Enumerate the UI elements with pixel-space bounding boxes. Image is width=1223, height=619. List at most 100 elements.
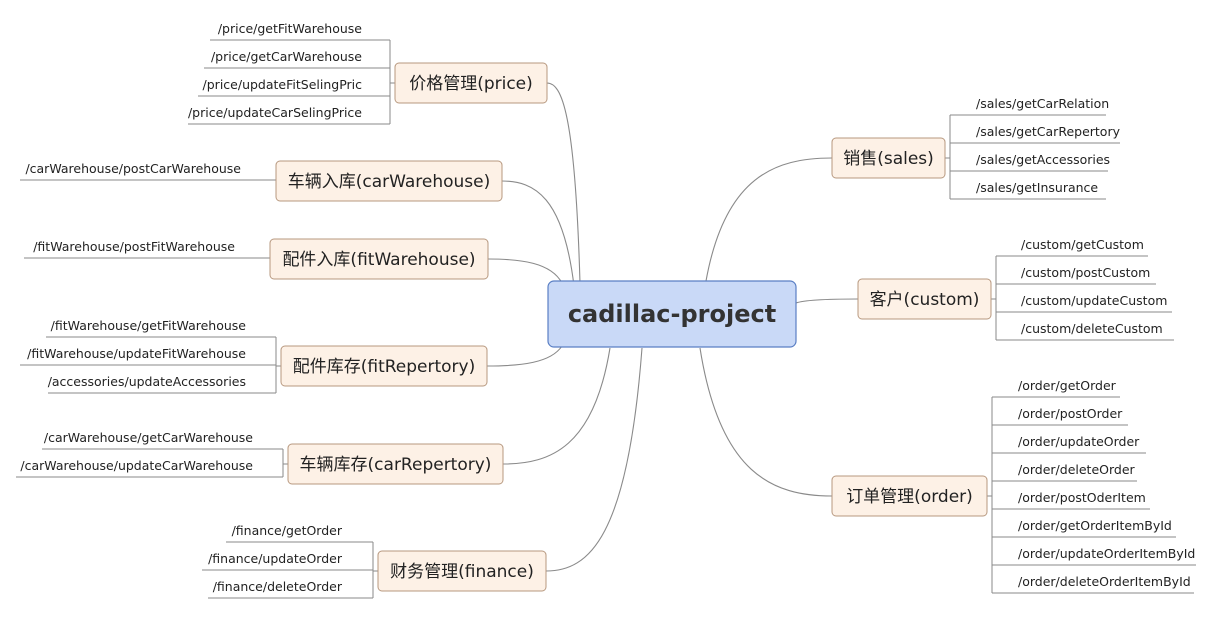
leaf-label: /price/updateFitSelingPric <box>203 77 363 92</box>
connector-carWarehouse <box>501 180 575 287</box>
leaf-fitRepertory[interactable]: /accessories/updateAccessories <box>48 374 276 394</box>
leaf-fitWarehouse[interactable]: /fitWarehouse/postFitWarehouse <box>24 239 270 259</box>
leaf-custom[interactable]: /custom/postCustom <box>996 265 1156 285</box>
leaf-label: /order/postOrder <box>1018 406 1123 421</box>
topic-label: 销售(sales) <box>843 149 934 169</box>
leaf-label: /fitWarehouse/updateFitWarehouse <box>27 346 246 361</box>
leaf-label: /price/getFitWarehouse <box>218 21 362 36</box>
leaf-label: /carWarehouse/updateCarWarehouse <box>20 458 253 473</box>
leaf-order[interactable]: /order/getOrderItemById <box>992 518 1176 538</box>
topic-label: 价格管理(price) <box>409 74 533 94</box>
leaf-label: /order/updateOrder <box>1018 434 1140 449</box>
leaf-label: /order/updateOrderItemById <box>1018 546 1195 561</box>
leaf-label: /fitWarehouse/postFitWarehouse <box>33 239 235 254</box>
leaf-sales[interactable]: /sales/getCarRelation <box>950 96 1109 116</box>
leaf-sales[interactable]: /sales/getAccessories <box>950 152 1110 172</box>
topic-custom[interactable]: 客户(custom) <box>857 278 992 320</box>
connector-custom <box>795 298 859 304</box>
connector-carRepertory <box>502 347 611 465</box>
topic-box <box>269 238 489 280</box>
topic-label: 配件入库(fitWarehouse) <box>282 250 475 270</box>
topic-carWarehouse[interactable]: 车辆入库(carWarehouse) <box>275 160 503 202</box>
leaf-label: /price/updateCarSelingPrice <box>188 105 362 120</box>
leaf-price[interactable]: /price/updateFitSelingPric <box>198 77 390 97</box>
leaf-finance[interactable]: /finance/updateOrder <box>202 551 373 571</box>
leaf-order[interactable]: /order/deleteOrderItemById <box>992 574 1194 594</box>
leaf-sales[interactable]: /sales/getCarRepertory <box>950 124 1121 144</box>
topic-box <box>280 345 488 387</box>
leaf-label: /custom/updateCustom <box>1021 293 1167 308</box>
connector-finance <box>545 347 643 572</box>
leaf-carRepertory[interactable]: /carWarehouse/getCarWarehouse <box>42 430 283 450</box>
leaf-price[interactable]: /price/getCarWarehouse <box>204 49 390 69</box>
leaf-carRepertory[interactable]: /carWarehouse/updateCarWarehouse <box>16 458 283 478</box>
leaf-label: /order/postOderItem <box>1018 490 1146 505</box>
leaf-label: /order/deleteOrder <box>1018 462 1136 477</box>
leaf-order[interactable]: /order/postOrder <box>992 406 1128 426</box>
leaf-carWarehouse[interactable]: /carWarehouse/postCarWarehouse <box>20 161 276 181</box>
topic-label: 财务管理(finance) <box>390 562 534 582</box>
leaf-fitRepertory[interactable]: /fitWarehouse/updateFitWarehouse <box>20 346 276 366</box>
leaf-custom[interactable]: /custom/updateCustom <box>996 293 1172 313</box>
leaf-sales[interactable]: /sales/getInsurance <box>950 180 1106 200</box>
topic-label: 客户(custom) <box>870 290 980 310</box>
leaf-label: /sales/getAccessories <box>976 152 1110 167</box>
leaf-label: /custom/postCustom <box>1021 265 1150 280</box>
connector-fitRepertory <box>486 345 563 367</box>
leaf-label: /custom/deleteCustom <box>1021 321 1163 336</box>
topic-box <box>857 278 992 320</box>
leaf-label: /finance/updateOrder <box>208 551 343 566</box>
connector-price <box>546 82 581 284</box>
leaf-custom[interactable]: /custom/getCustom <box>996 237 1148 257</box>
topic-box <box>377 550 547 592</box>
leaf-order[interactable]: /order/updateOrderItemById <box>992 546 1196 566</box>
leaf-price[interactable]: /price/getFitWarehouse <box>210 21 390 41</box>
leaf-label: /sales/getCarRelation <box>976 96 1109 111</box>
topic-fitRepertory[interactable]: 配件库存(fitRepertory) <box>280 345 488 387</box>
leaf-fitRepertory[interactable]: /fitWarehouse/getFitWarehouse <box>46 318 276 338</box>
topic-box <box>394 62 548 104</box>
leaf-custom[interactable]: /custom/deleteCustom <box>996 321 1174 341</box>
central-topic[interactable]: cadillac-project <box>547 280 797 348</box>
topic-label: 订单管理(order) <box>846 487 973 507</box>
leaf-label: /order/getOrderItemById <box>1018 518 1172 533</box>
leaf-order[interactable]: /order/deleteOrder <box>992 462 1137 482</box>
topic-order[interactable]: 订单管理(order) <box>831 475 988 517</box>
topic-box <box>287 443 504 485</box>
leaf-price[interactable]: /price/updateCarSelingPrice <box>188 105 390 125</box>
leaf-label: /price/getCarWarehouse <box>211 49 362 64</box>
leaf-label: /sales/getInsurance <box>976 180 1098 195</box>
topic-label: 配件库存(fitRepertory) <box>293 357 476 377</box>
topic-carRepertory[interactable]: 车辆库存(carRepertory) <box>287 443 504 485</box>
topic-price[interactable]: 价格管理(price) <box>394 62 548 104</box>
topic-fitWarehouse[interactable]: 配件入库(fitWarehouse) <box>269 238 489 280</box>
central-topic-box <box>547 280 797 348</box>
leaf-label: /finance/getOrder <box>232 523 343 538</box>
leaf-label: /custom/getCustom <box>1021 237 1144 252</box>
connector-fitWarehouse <box>487 258 563 284</box>
central-topic-label: cadillac-project <box>568 300 776 328</box>
topic-finance[interactable]: 财务管理(finance) <box>377 550 547 592</box>
topics: 价格管理(price) 车辆入库(carWarehouse) 配件入库(fitWar… <box>269 62 992 592</box>
leaf-order[interactable]: /order/updateOrder <box>992 434 1146 454</box>
leaf-order[interactable]: /order/getOrder <box>992 378 1120 398</box>
leaf-label: /accessories/updateAccessories <box>48 374 246 389</box>
leaf-order[interactable]: /order/postOderItem <box>992 490 1150 510</box>
leaf-finance[interactable]: /finance/deleteOrder <box>208 579 373 599</box>
leaf-label: /carWarehouse/postCarWarehouse <box>25 161 241 176</box>
topic-box <box>831 475 988 517</box>
leaf-label: /fitWarehouse/getFitWarehouse <box>51 318 247 333</box>
topic-box <box>275 160 503 202</box>
leaf-label: /sales/getCarRepertory <box>976 124 1121 139</box>
leaf-label: /finance/deleteOrder <box>213 579 343 594</box>
connector-order <box>699 347 833 497</box>
topic-sales[interactable]: 销售(sales) <box>831 137 946 179</box>
leaf-finance[interactable]: /finance/getOrder <box>226 523 373 543</box>
leaves: /price/getFitWarehouse/price/getCarWareh… <box>16 21 1196 599</box>
topic-box <box>831 137 946 179</box>
connector-sales <box>705 157 833 282</box>
topic-label: 车辆入库(carWarehouse) <box>288 172 491 192</box>
topic-label: 车辆库存(carRepertory) <box>300 455 492 475</box>
